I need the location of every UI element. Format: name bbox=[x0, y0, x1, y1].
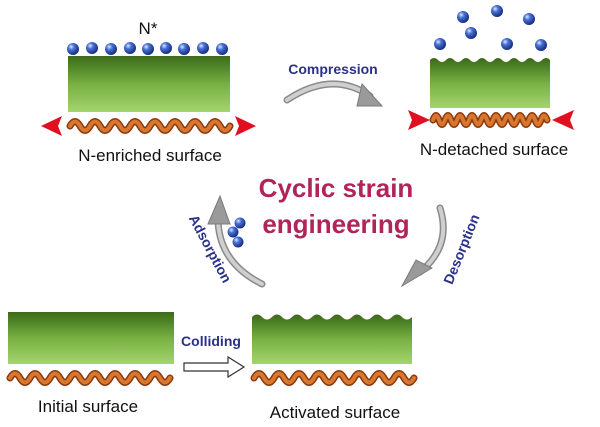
green-slab bbox=[430, 58, 550, 108]
atom-icon bbox=[124, 42, 136, 54]
atom-icon bbox=[434, 38, 446, 50]
spring-icon bbox=[66, 118, 234, 134]
atom-icon bbox=[86, 42, 98, 54]
atom-icon bbox=[491, 5, 503, 17]
title-line-2: engineering bbox=[262, 209, 409, 239]
atom-icon bbox=[178, 43, 190, 55]
compress-arrow-left-icon bbox=[408, 110, 430, 130]
atom-icon bbox=[457, 11, 469, 23]
title-line-1: Cyclic strain bbox=[259, 173, 414, 203]
atom-icon bbox=[197, 42, 209, 54]
atom-icon bbox=[227, 226, 239, 238]
n-star-label: N* bbox=[139, 19, 158, 38]
atom-icon bbox=[535, 39, 547, 51]
activated-label: Activated surface bbox=[270, 403, 400, 422]
incoming-atoms bbox=[227, 217, 246, 248]
green-slab bbox=[68, 56, 230, 112]
compression-label: Compression bbox=[288, 61, 377, 77]
n-detached-panel: N-detached surface bbox=[408, 5, 574, 159]
atom-icon bbox=[234, 217, 246, 229]
atom-icon bbox=[465, 27, 477, 39]
atom-icon bbox=[216, 43, 228, 55]
n-enriched-label: N-enriched surface bbox=[78, 146, 222, 165]
spring-icon bbox=[250, 370, 418, 386]
adsorbed-atoms-row bbox=[67, 42, 228, 55]
atom-icon bbox=[501, 38, 513, 50]
desorption-arrow-icon bbox=[400, 204, 447, 288]
green-slab bbox=[252, 314, 412, 364]
colliding-arrow-icon bbox=[183, 355, 246, 379]
desorbed-atoms bbox=[434, 5, 547, 51]
n-enriched-panel: N* N-enriched surface bbox=[41, 19, 256, 165]
initial-label: Initial surface bbox=[38, 397, 138, 416]
stretch-arrow-right-icon bbox=[235, 116, 256, 136]
initial-panel: Initial surface bbox=[6, 312, 174, 416]
spring-icon bbox=[6, 370, 174, 386]
activated-panel: Activated surface bbox=[250, 314, 418, 422]
adsorption-arrow-icon bbox=[207, 194, 266, 288]
atom-icon bbox=[142, 43, 154, 55]
atom-icon bbox=[523, 13, 535, 25]
atom-icon bbox=[232, 236, 244, 248]
n-detached-label: N-detached surface bbox=[420, 140, 568, 159]
compression-arrow-icon bbox=[283, 80, 384, 107]
atom-icon bbox=[67, 43, 79, 55]
atom-icon bbox=[160, 42, 172, 54]
stretch-arrow-left-icon bbox=[41, 116, 62, 136]
colliding-label: Colliding bbox=[181, 333, 241, 349]
green-slab bbox=[8, 312, 174, 364]
spring-icon bbox=[429, 112, 551, 128]
atom-icon bbox=[105, 43, 117, 55]
compress-arrow-right-icon bbox=[552, 110, 574, 130]
